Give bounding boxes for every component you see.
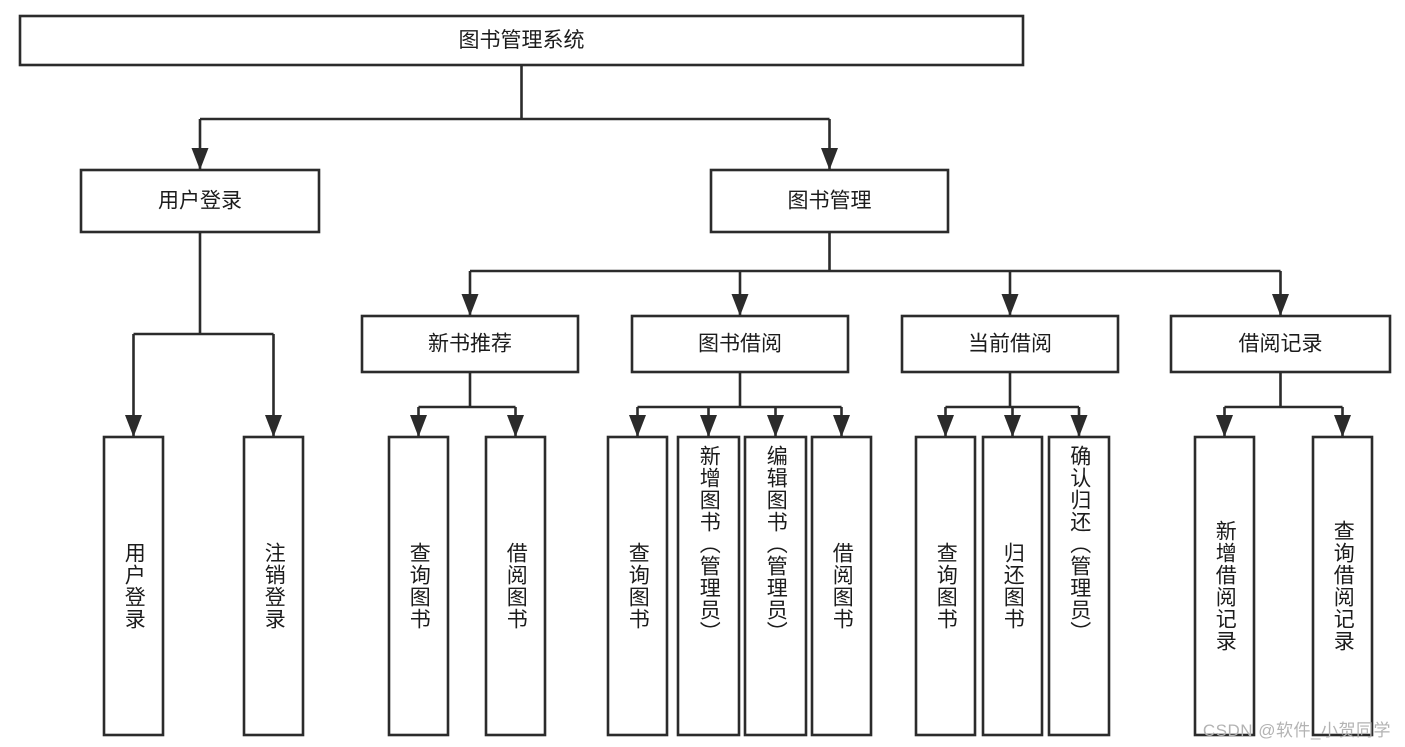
node-l3-return-book[interactable] — [981, 435, 1044, 737]
node-box — [810, 435, 873, 737]
arrowhead-down — [461, 294, 479, 316]
edges-layer — [125, 65, 1351, 437]
node-label: 图书管理 — [788, 190, 872, 213]
node-box — [1047, 435, 1111, 737]
node-l2-book-borrow[interactable]: 图书借阅 — [630, 314, 850, 374]
node-box — [484, 435, 547, 737]
arrowhead-down — [1334, 415, 1351, 437]
node-l2-new-book-rec[interactable]: 新书推荐 — [360, 314, 580, 374]
arrowhead-down — [1272, 294, 1289, 316]
node-l1-user-login[interactable]: 用户登录 — [79, 168, 321, 234]
arrowhead-down — [191, 148, 209, 170]
node-box — [18, 14, 1025, 67]
node-box — [743, 435, 808, 737]
node-label: 借阅记录 — [1239, 333, 1323, 356]
arrowhead-down — [1004, 415, 1021, 437]
node-l3-user-login[interactable] — [102, 435, 165, 737]
arrowhead-down — [265, 415, 282, 437]
arrowhead-down — [410, 415, 427, 437]
node-l3-borrow-book-a[interactable] — [484, 435, 547, 737]
node-label: 图书借阅 — [698, 333, 782, 356]
node-l3-borrow-book-b[interactable] — [810, 435, 873, 737]
node-box — [630, 314, 850, 374]
node-box — [242, 435, 305, 737]
node-l2-current-borrow[interactable]: 当前借阅 — [900, 314, 1120, 374]
node-box — [676, 435, 741, 737]
node-box — [709, 168, 950, 234]
node-label: 用户登录 — [158, 190, 242, 213]
arrowhead-down — [125, 415, 142, 437]
node-l3-add-book-admin[interactable] — [676, 435, 741, 737]
arrowhead-down — [507, 415, 524, 437]
node-box — [79, 168, 321, 234]
node-l3-query-borrow-record[interactable] — [1311, 435, 1374, 737]
node-box — [102, 435, 165, 737]
arrowhead-down — [833, 415, 850, 437]
node-box — [1311, 435, 1374, 737]
node-label: 图书管理系统 — [459, 29, 585, 52]
arrowhead-down — [937, 415, 954, 437]
node-l1-book-mgmt[interactable]: 图书管理 — [709, 168, 950, 234]
csdn-watermark: CSDN @软件_小贺同学 — [1202, 721, 1391, 740]
node-l3-confirm-return-admin[interactable] — [1047, 435, 1111, 737]
node-l3-query-book-b[interactable] — [606, 435, 669, 737]
node-l3-logout[interactable] — [242, 435, 305, 737]
node-l3-edit-book-admin[interactable] — [743, 435, 808, 737]
node-box — [1193, 435, 1256, 737]
node-l2-borrow-record[interactable]: 借阅记录 — [1169, 314, 1392, 374]
arrowhead-down — [767, 415, 784, 437]
arrowhead-down — [629, 415, 646, 437]
node-box — [1169, 314, 1392, 374]
arrowhead-down — [1070, 415, 1088, 437]
arrowhead-down — [1001, 294, 1019, 316]
node-box — [900, 314, 1120, 374]
node-box — [981, 435, 1044, 737]
node-box — [360, 314, 580, 374]
arrowhead-down — [700, 415, 717, 437]
node-label: 当前借阅 — [968, 333, 1052, 356]
node-label: 新书推荐 — [428, 333, 512, 356]
arrowhead-down — [821, 148, 838, 170]
arrowhead-down — [731, 294, 749, 316]
node-box — [914, 435, 977, 737]
arrowhead-down — [1216, 415, 1233, 437]
node-box — [606, 435, 669, 737]
node-l3-add-borrow-record[interactable] — [1193, 435, 1256, 737]
node-box — [387, 435, 450, 737]
node-l3-query-book-a[interactable] — [387, 435, 450, 737]
node-root[interactable]: 图书管理系统 — [18, 14, 1025, 67]
node-l3-query-book-c[interactable] — [914, 435, 977, 737]
